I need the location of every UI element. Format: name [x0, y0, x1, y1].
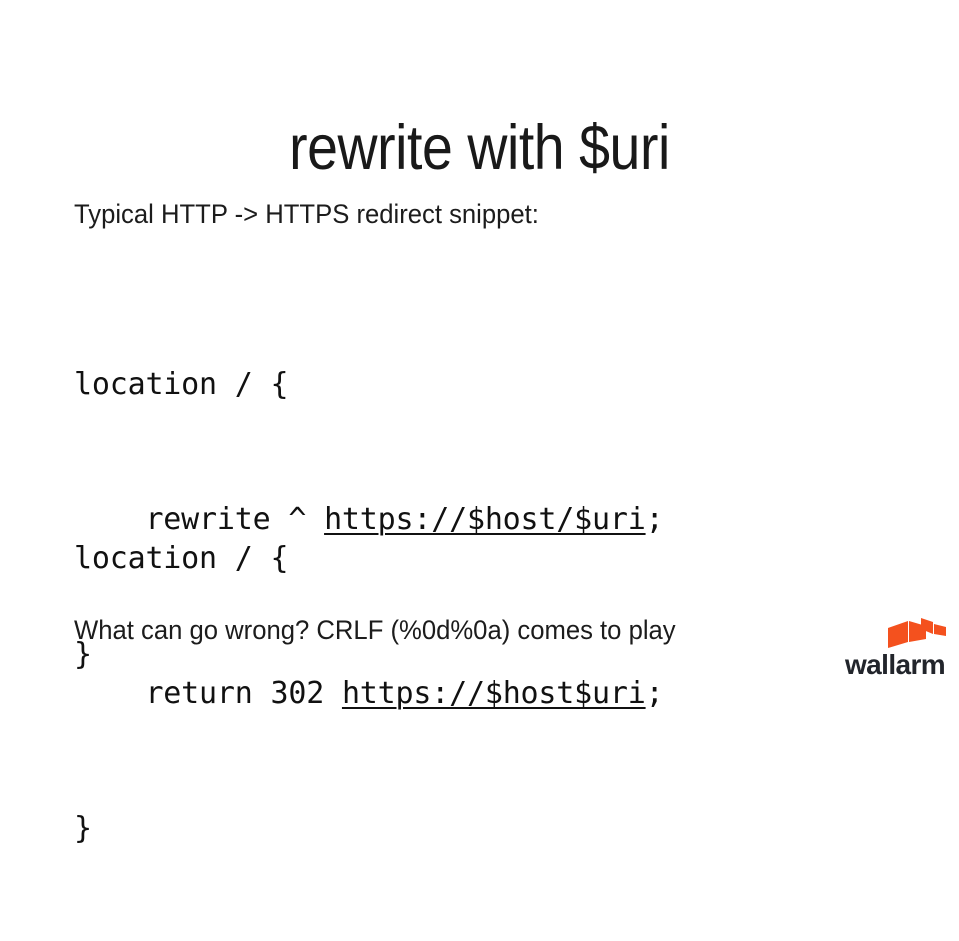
- intro-text: Typical HTTP -> HTTPS redirect snippet:: [74, 199, 539, 229]
- outro-text: What can go wrong? CRLF (%0d%0a) comes t…: [74, 615, 676, 645]
- code-line-location-open: location / {: [74, 367, 289, 402]
- code-return-semicolon: ;: [645, 676, 664, 711]
- wallarm-lightning-mark-icon: [888, 618, 946, 648]
- code-rewrite-url[interactable]: https://$host/$uri: [324, 502, 646, 537]
- code-line-location-open-2: location / {: [74, 541, 289, 576]
- code-block-rewrite: location / { rewrite ^ https://$host/$ur…: [74, 272, 664, 767]
- code-line-location-close: }: [74, 637, 92, 672]
- presentation-slide: rewrite with $uri Typical HTTP -> HTTPS …: [74, 113, 953, 846]
- page-title: rewrite with $uri: [289, 113, 670, 184]
- code-rewrite-semicolon: ;: [645, 502, 664, 537]
- code-rewrite-prefix: rewrite ^: [74, 502, 325, 537]
- code-return-prefix: return 302: [74, 676, 342, 711]
- code-line-location-close-2: }: [74, 811, 92, 846]
- code-return-url[interactable]: https://$host$uri: [341, 676, 646, 711]
- code-line-return: return 302 https://$host$uri;: [74, 671, 663, 716]
- code-block-return: location / { return 302 https://$host$ur…: [74, 446, 664, 941]
- code-line-rewrite: rewrite ^ https://$host/$uri;: [74, 497, 663, 542]
- wallarm-logo: wallarm: [845, 618, 953, 684]
- wallarm-wordmark: wallarm: [845, 649, 946, 680]
